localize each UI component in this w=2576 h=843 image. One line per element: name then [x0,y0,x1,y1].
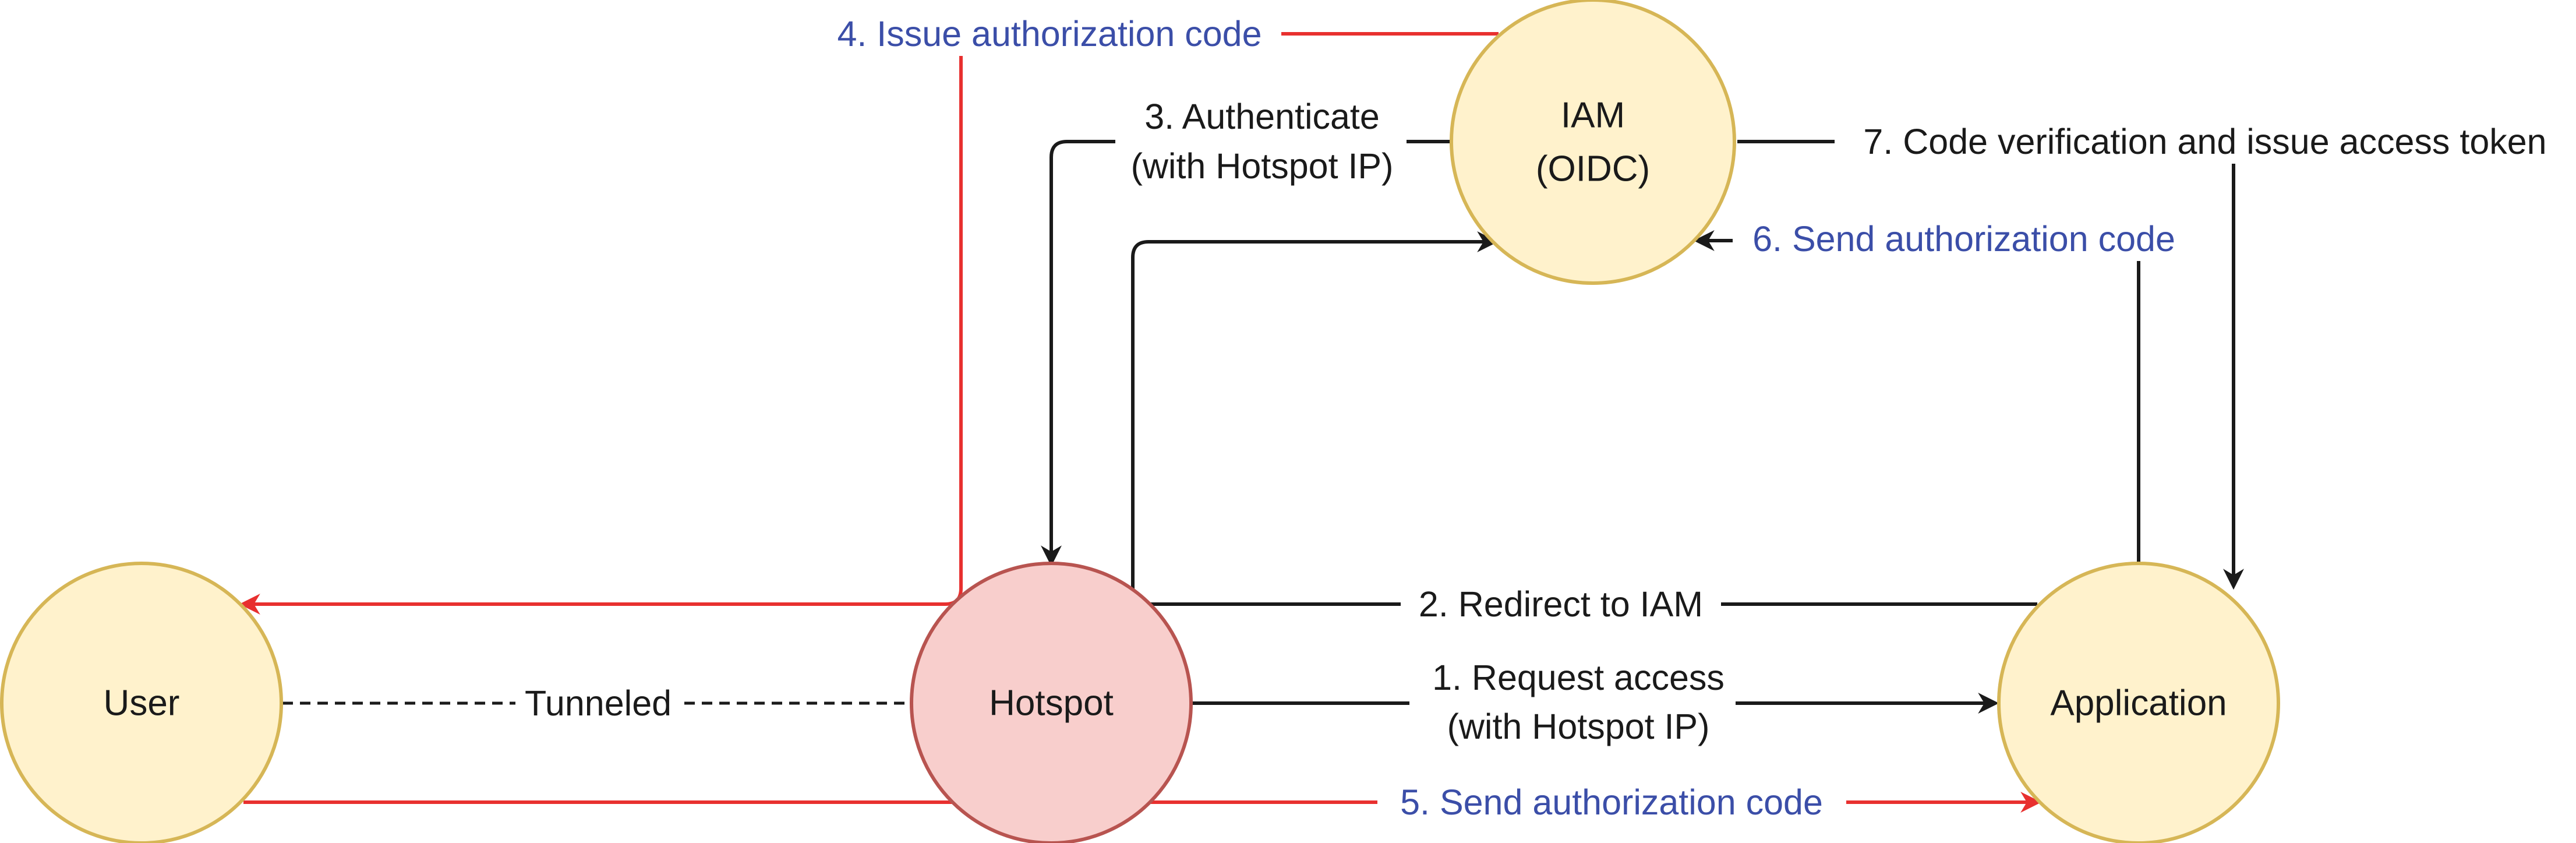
node-user: User [0,562,283,843]
node-user-label: User [104,683,180,724]
edge-verify-label: 7. Code verification and issue access to… [1863,122,2546,161]
edge-redirect-label: 2. Redirect to IAM [1419,584,1703,624]
node-iam-label-line2: (OIDC) [1536,149,1650,189]
edge-request-access-label-line2: (with Hotspot IP) [1447,707,1710,746]
node-iam: IAM (OIDC) [1450,0,1736,285]
edge-authenticate-label-line2: (with Hotspot IP) [1131,146,1394,186]
edge-request-access-label-line1: 1. Request access [1432,658,1725,697]
node-application: Application [1997,562,2280,843]
edge-send-code-6-label: 6. Send authorization code [1752,219,2175,259]
edge-verify [1737,140,2244,590]
node-iam-label-line1: IAM [1561,96,1625,136]
edge-redirect [1131,231,2037,606]
edge-issue-code-label: 4. Issue authorization code [837,14,1262,54]
edge-tunneled-label: Tunneled [525,683,672,723]
edge-send-code-5-label: 5. Send authorization code [1400,782,1823,822]
edge-authenticate-label-line1: 3. Authenticate [1144,97,1380,136]
node-application-label: Application [2050,683,2227,724]
edge-send-code-6 [1693,230,2140,562]
edge-authenticate [1041,140,1451,567]
node-hotspot: Hotspot [910,562,1193,843]
node-hotspot-label: Hotspot [989,683,1114,724]
